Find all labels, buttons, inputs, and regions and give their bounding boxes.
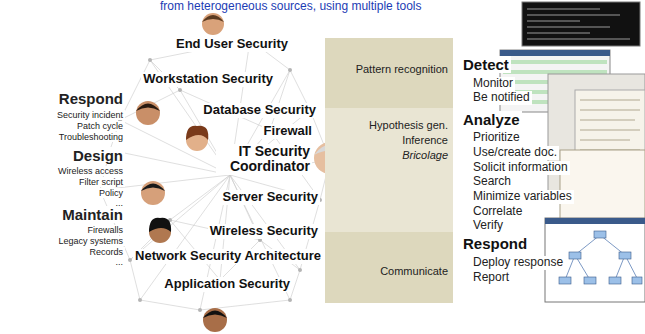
role-name: Firewall <box>262 124 314 139</box>
band-text: Inference <box>325 133 448 148</box>
phase-heading: Analyze <box>461 111 522 128</box>
task-heading: Respond <box>57 90 125 107</box>
task-item: Policy <box>97 188 125 198</box>
task-item: Firewalls <box>85 225 125 235</box>
portraits <box>136 13 346 332</box>
role-name: Network Security Architecture <box>133 249 323 264</box>
diagram-title: from heterogeneous sources, using multip… <box>160 0 421 14</box>
role-name: Server Security <box>221 190 320 205</box>
task-heading: Design <box>71 147 125 164</box>
process-band: Communicate <box>325 232 453 303</box>
task-item: Wireless access <box>56 166 125 176</box>
activity-item: Verify <box>471 219 505 233</box>
role-name: Application Security <box>162 277 292 292</box>
activity-item: Use/create doc. <box>471 146 559 160</box>
process-band: Hypothesis gen.InferenceBricolage <box>325 108 453 232</box>
activity-item: Solicit information <box>471 161 570 175</box>
phase-heading: Respond <box>461 235 529 252</box>
activity-item: Deploy response <box>471 256 565 270</box>
process-band: Pattern recognition <box>325 38 453 108</box>
task-item: Troubleshooting <box>57 132 125 142</box>
role-name: Workstation Security <box>141 72 275 87</box>
role-name: Database Security <box>201 103 318 118</box>
task-heading: Maintain <box>60 206 125 223</box>
role-name: End User Security <box>174 37 290 52</box>
task-item: Legacy systems <box>56 236 125 246</box>
task-item: Records <box>87 247 125 257</box>
band-text: Pattern recognition <box>325 62 448 77</box>
activity-item: Minimize variables <box>471 190 574 204</box>
activity-item: Correlate <box>471 205 524 219</box>
role-name: Wireless Security <box>208 224 320 239</box>
phase-heading: Detect <box>461 56 511 73</box>
activity-item: Monitor <box>471 77 515 91</box>
activity-item: Be notified <box>471 91 532 105</box>
activity-item: Report <box>471 271 511 285</box>
task-item: ... <box>113 257 125 267</box>
activity-item: Search <box>471 175 513 189</box>
graph-dots <box>98 38 322 312</box>
activity-item: Prioritize <box>471 131 522 145</box>
task-item: Filter script <box>77 177 125 187</box>
band-text: Bricolage <box>325 148 448 163</box>
task-item: Security incident <box>55 110 125 120</box>
network-graph <box>100 40 330 310</box>
role-name: IT Security Coordinator <box>216 144 312 175</box>
band-text: Hypothesis gen. <box>325 118 448 133</box>
task-item: Patch cycle <box>75 121 125 131</box>
band-text: Communicate <box>325 264 448 279</box>
